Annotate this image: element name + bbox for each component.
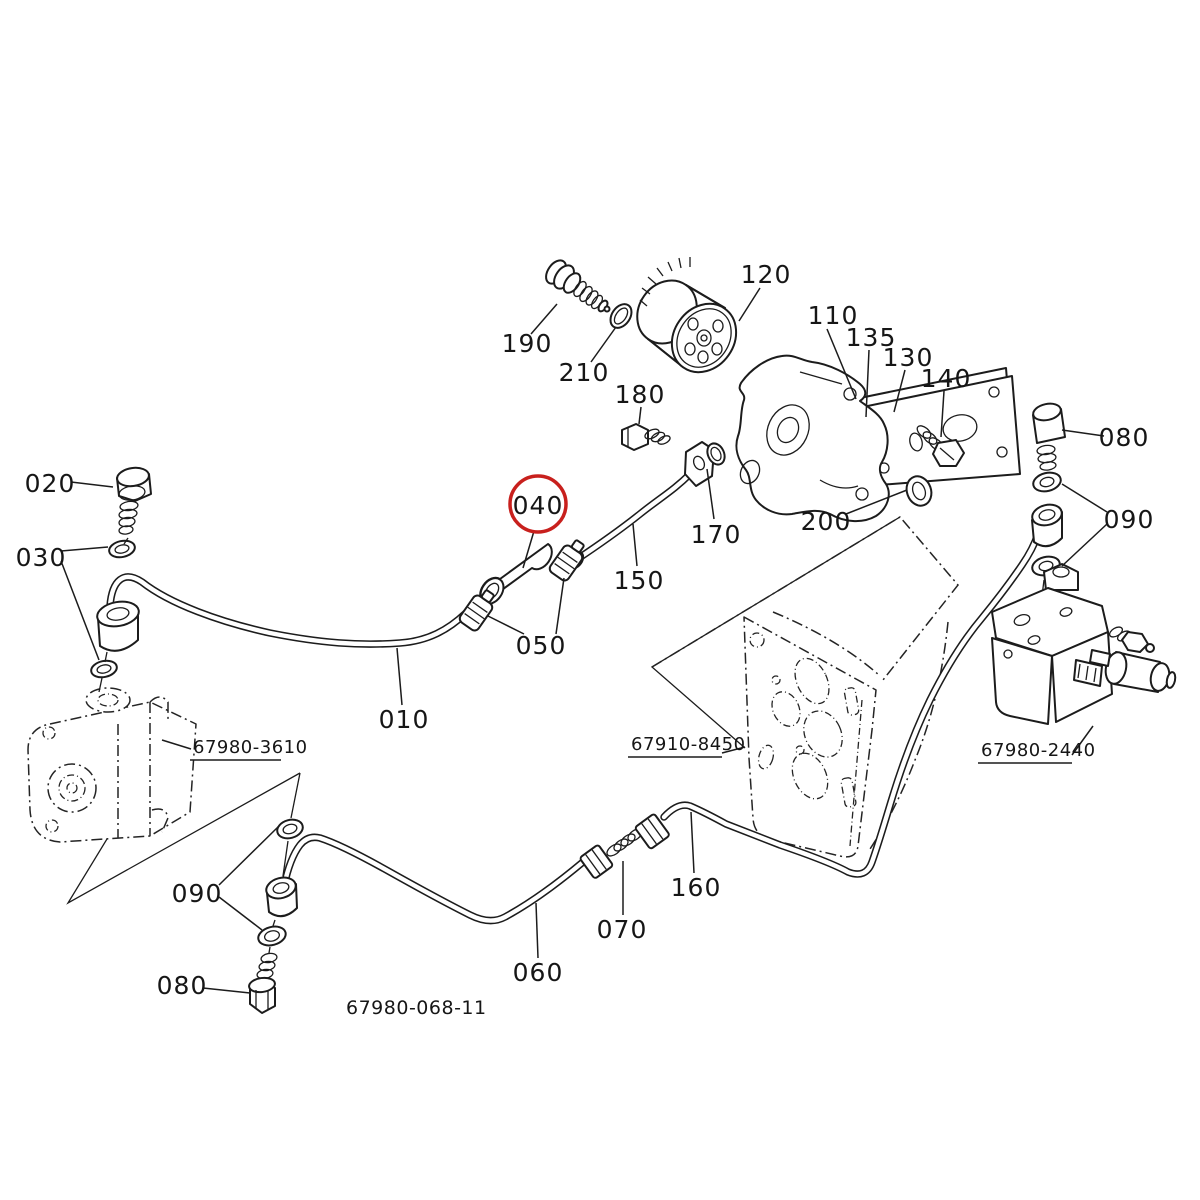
valve-code: 67980-2440	[981, 740, 1096, 761]
pipe-160	[660, 530, 1042, 878]
label-140: 140	[921, 364, 972, 393]
o-ring-210	[609, 303, 633, 329]
label-170: 170	[691, 520, 742, 549]
pipe-010	[106, 573, 470, 648]
label-080-bottom: 080	[157, 971, 208, 1000]
o-ring-170	[706, 442, 726, 466]
fitting-190	[545, 259, 611, 313]
valve-assembly	[991, 563, 1177, 725]
label-120: 120	[741, 260, 792, 289]
washer-090-bottom-lower	[257, 925, 287, 947]
oil-filter-120	[636, 257, 738, 374]
label-200: 200	[801, 507, 852, 536]
leader-lines	[60, 287, 1108, 994]
banjo-fitting-bottom	[265, 876, 298, 918]
pump-port	[85, 687, 131, 713]
label-020: 020	[25, 469, 76, 498]
washer-090-right-upper	[1032, 471, 1062, 493]
label-150: 150	[614, 566, 665, 595]
figure-code: 67980-068-11	[346, 997, 487, 1019]
label-110: 110	[808, 301, 859, 330]
pipe-060	[280, 833, 587, 925]
label-060: 060	[513, 958, 564, 987]
pump-code: 67980-3610	[193, 737, 308, 758]
label-010: 010	[379, 705, 430, 734]
assembly-codes: 67980-3610 67910-8450 67980-2440 67980-0…	[190, 734, 1096, 1019]
label-050: 050	[516, 631, 567, 660]
banjo-elbow-pump	[96, 600, 140, 652]
bolt-020	[116, 466, 152, 535]
part-labels: 190 210 120 110 135 130 140 180 170 200 …	[16, 260, 1155, 1000]
hose-clamp-050-right	[548, 539, 585, 582]
hose-150	[567, 470, 694, 570]
label-135: 135	[846, 323, 897, 352]
label-070: 070	[597, 915, 648, 944]
engine-block-ports	[749, 632, 860, 808]
label-080-right: 080	[1099, 423, 1150, 452]
highlight-040: 040	[508, 474, 568, 534]
engine-block-code: 67910-8450	[631, 734, 746, 755]
bolt-080-bottom-threads	[256, 952, 278, 980]
filter-flutes	[639, 257, 691, 307]
label-090-right: 090	[1104, 505, 1155, 534]
valve-port-fitting	[1108, 626, 1155, 653]
filter-face-holes	[684, 317, 724, 364]
engine-block	[651, 516, 959, 858]
filter-bracket-110	[735, 354, 890, 522]
grommet-200	[905, 475, 933, 507]
valve-connector	[1073, 649, 1111, 687]
hose-sleeve-040	[479, 543, 553, 605]
label-130: 130	[883, 343, 934, 372]
washer-030-upper	[108, 539, 136, 559]
label-210: 210	[559, 358, 610, 387]
washer-030-lower	[90, 659, 118, 679]
banjo-fitting-right	[1031, 503, 1063, 548]
bolt-080-right	[1032, 402, 1066, 471]
valve-solenoid	[1104, 651, 1177, 693]
washer-090-bottom-upper	[276, 818, 304, 840]
label-190: 190	[502, 329, 553, 358]
hydraulic-pump	[27, 687, 197, 843]
label-180: 180	[615, 380, 666, 409]
union-coupler-070	[579, 813, 670, 879]
hose-clamp-050-left	[458, 589, 495, 632]
bolt-180	[621, 423, 671, 451]
label-160: 160	[671, 873, 722, 902]
bolt-140	[916, 425, 965, 467]
clamp-screw	[570, 539, 585, 553]
bolt-080-bottom	[248, 952, 278, 1014]
label-030: 030	[16, 543, 67, 572]
label-040: 040	[513, 491, 564, 520]
label-090-bottom: 090	[172, 879, 223, 908]
pump-shaft	[47, 763, 97, 813]
highlight-circle-040	[508, 474, 568, 534]
bolt-020-threads	[118, 500, 139, 535]
bolt-080-right-threads	[1036, 444, 1057, 471]
clamp-screw	[480, 589, 495, 603]
